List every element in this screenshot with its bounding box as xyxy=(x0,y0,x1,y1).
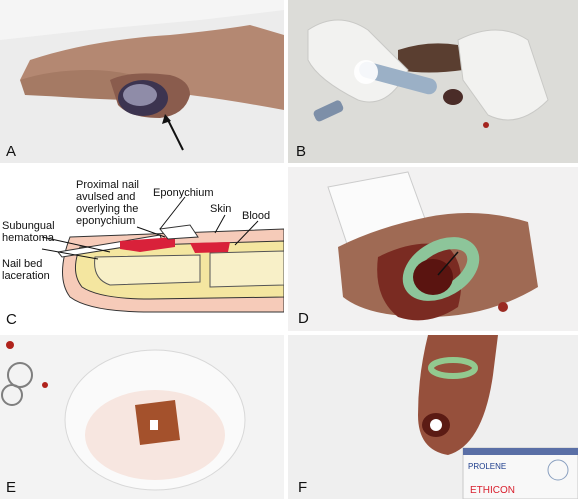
nail-in-saline-illustration xyxy=(0,335,284,499)
nail-replaced-illustration: PROLENE ETHICON xyxy=(288,335,578,499)
label-blood: Blood xyxy=(242,210,270,222)
nail-anatomy-diagram: Proximal nail avulsed and overlying the … xyxy=(2,179,284,313)
panel-label-d: D xyxy=(298,310,309,327)
trephination-illustration xyxy=(288,0,578,163)
label-subungual-line2: hematoma xyxy=(2,232,55,244)
label-nailbed-line2: laceration xyxy=(2,270,50,282)
panel-f-photo: PROLENE ETHICON F xyxy=(288,335,578,499)
panel-label-f: F xyxy=(298,479,308,496)
panel-label-b: B xyxy=(296,143,307,160)
label-skin: Skin xyxy=(210,203,231,215)
label-eponychium: Eponychium xyxy=(153,187,214,199)
label-proximal-line4: eponychium xyxy=(76,215,135,227)
blood-region xyxy=(120,237,175,252)
hand-hematoma-illustration xyxy=(0,0,284,163)
arrow xyxy=(166,117,184,151)
panel-label-c: C xyxy=(6,311,17,328)
panel-e-photo: E xyxy=(0,335,284,499)
panel-b-photo: B xyxy=(288,0,578,163)
jade-bangle xyxy=(428,357,478,379)
label-proximal-line3: overlying the xyxy=(76,203,138,215)
panel-label-a: A xyxy=(6,143,17,160)
nail-bed-laceration-illustration xyxy=(288,167,578,331)
label-proximal-line2: avulsed and xyxy=(76,191,135,203)
panel-c-diagram: Proximal nail avulsed and overlying the … xyxy=(0,167,284,331)
label-nailbed-line1: Nail bed xyxy=(2,258,42,270)
panel-label-e: E xyxy=(6,479,17,496)
panel-a-photo: A xyxy=(0,0,284,163)
label-proximal-line1: Proximal nail xyxy=(76,179,139,191)
suture-brand: PROLENE xyxy=(468,462,506,471)
panel-d-photo: D xyxy=(288,167,578,331)
jade-bangle xyxy=(402,237,480,301)
suture-maker: ETHICON xyxy=(470,485,515,496)
suture-package xyxy=(462,447,578,499)
label-subungual-line1: Subungual xyxy=(2,220,55,232)
